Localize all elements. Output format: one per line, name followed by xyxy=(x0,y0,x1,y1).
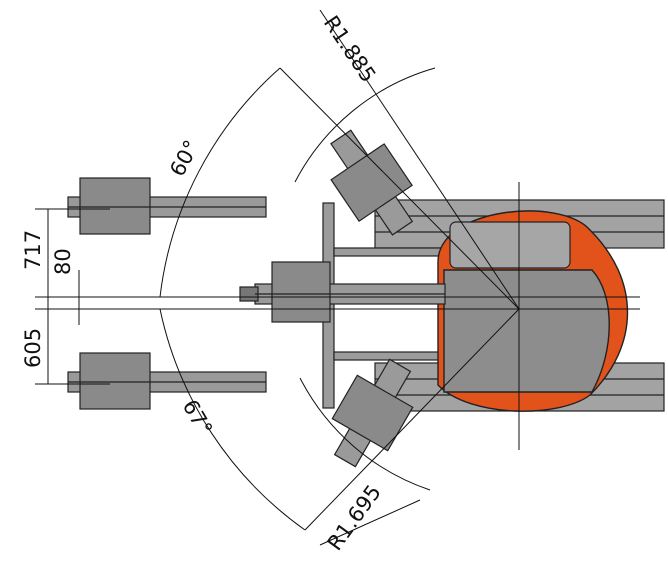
swung-boom-upper xyxy=(330,129,414,236)
dimension-lines xyxy=(35,208,110,385)
cab xyxy=(443,269,610,393)
radius-1885: R1.885 xyxy=(319,11,381,86)
cab-lid xyxy=(449,221,571,269)
upper-offset-boom xyxy=(67,177,267,235)
center-boom xyxy=(239,261,446,323)
dim-80: 80 xyxy=(51,248,75,275)
centerlines xyxy=(35,182,640,450)
dim-605: 605 xyxy=(21,328,45,368)
swung-boom-lower xyxy=(331,358,414,468)
swing-arcs xyxy=(159,9,520,546)
dim-717: 717 xyxy=(21,230,45,270)
lower-offset-boom xyxy=(67,352,267,410)
radius-1695: R1.695 xyxy=(323,480,386,555)
